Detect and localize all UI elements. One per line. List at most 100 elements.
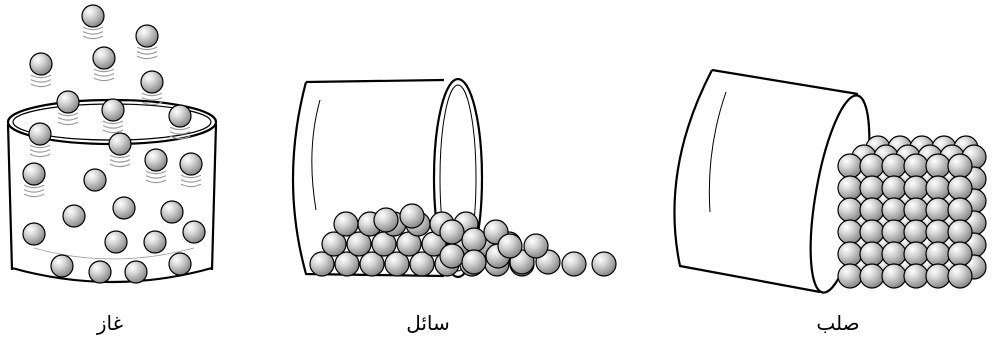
gas-particle bbox=[136, 25, 158, 47]
solid-particle bbox=[860, 154, 884, 178]
motion-line bbox=[83, 32, 103, 34]
liquid-label: سائل bbox=[406, 311, 450, 335]
solid-particle bbox=[926, 264, 950, 288]
solid-particle bbox=[838, 154, 862, 178]
motion-line bbox=[181, 180, 201, 183]
gas-particle bbox=[169, 253, 191, 275]
solid-particle bbox=[904, 264, 928, 288]
solid-particle bbox=[838, 176, 862, 200]
solid-particle bbox=[926, 220, 950, 244]
solid-particle bbox=[904, 198, 928, 222]
gas-particle bbox=[125, 261, 147, 283]
solid-particle bbox=[948, 198, 972, 222]
gas-particle bbox=[57, 91, 79, 113]
gas-particle bbox=[84, 169, 106, 191]
solid-particle bbox=[860, 264, 884, 288]
gas-particle bbox=[141, 71, 163, 93]
solid-particle bbox=[860, 176, 884, 200]
solid-particle bbox=[926, 242, 950, 266]
solid-particle bbox=[948, 242, 972, 266]
gas-particle bbox=[63, 205, 85, 227]
solid-particle bbox=[882, 176, 906, 200]
motion-line bbox=[83, 36, 103, 39]
solid-particle bbox=[882, 198, 906, 222]
motion-line bbox=[142, 98, 162, 101]
gas-particle bbox=[105, 231, 127, 253]
motion-line bbox=[146, 176, 166, 179]
gas-particle bbox=[180, 153, 202, 175]
solid-particle bbox=[882, 220, 906, 244]
solid-label: صلب bbox=[816, 311, 859, 335]
liquid-particle bbox=[440, 220, 464, 244]
motion-line bbox=[94, 74, 114, 77]
motion-line bbox=[30, 150, 50, 153]
solid-particle bbox=[926, 154, 950, 178]
liquid-particle bbox=[334, 212, 358, 236]
motion-line bbox=[31, 80, 51, 83]
liquid-particles bbox=[310, 204, 616, 276]
gas-particle bbox=[29, 123, 51, 145]
gas-particle bbox=[145, 149, 167, 171]
liquid-particle bbox=[524, 234, 548, 258]
motion-line bbox=[181, 184, 201, 187]
gas-particle bbox=[102, 99, 124, 121]
solid-particle bbox=[838, 220, 862, 244]
motion-line bbox=[58, 122, 78, 125]
motion-line bbox=[103, 130, 123, 133]
solid-particles bbox=[838, 136, 986, 288]
liquid-particle bbox=[400, 204, 424, 228]
motion-line bbox=[24, 194, 44, 197]
solid-particle bbox=[882, 264, 906, 288]
solid-panel: صلب bbox=[674, 70, 986, 335]
gas-particles bbox=[23, 5, 205, 283]
motion-line bbox=[31, 84, 51, 87]
motion-line bbox=[137, 56, 157, 59]
motion-line bbox=[24, 190, 44, 193]
gas-particle bbox=[23, 163, 45, 185]
gas-particle bbox=[183, 221, 205, 243]
solid-particle bbox=[948, 176, 972, 200]
solid-particle bbox=[904, 220, 928, 244]
motion-line bbox=[110, 164, 130, 167]
solid-particle bbox=[860, 220, 884, 244]
solid-particle bbox=[926, 198, 950, 222]
motion-line bbox=[103, 126, 123, 129]
solid-particle bbox=[860, 242, 884, 266]
motion-line bbox=[146, 180, 166, 183]
solid-particle bbox=[882, 242, 906, 266]
gas-particle bbox=[161, 201, 183, 223]
liquid-particle bbox=[592, 252, 616, 276]
liquid-particle bbox=[562, 252, 586, 276]
solid-particle bbox=[904, 176, 928, 200]
gas-particle bbox=[169, 105, 191, 127]
motion-line bbox=[94, 78, 114, 81]
motion-line bbox=[137, 52, 157, 55]
solid-particle bbox=[882, 154, 906, 178]
solid-particle bbox=[838, 198, 862, 222]
gas-label: غاز bbox=[96, 311, 123, 335]
gas-particle bbox=[51, 255, 73, 277]
liquid-panel: سائل bbox=[293, 79, 616, 335]
solid-particle bbox=[904, 154, 928, 178]
gas-particle bbox=[89, 261, 111, 283]
liquid-particle bbox=[462, 228, 486, 252]
solid-particle bbox=[926, 176, 950, 200]
liquid-particle bbox=[498, 234, 522, 258]
gas-panel: غاز bbox=[8, 5, 216, 335]
motion-line bbox=[30, 154, 50, 157]
solid-particle bbox=[948, 220, 972, 244]
solid-particle bbox=[904, 242, 928, 266]
gas-particle bbox=[30, 53, 52, 75]
solid-particle bbox=[948, 154, 972, 178]
gas-particle bbox=[93, 47, 115, 69]
motion-line bbox=[58, 118, 78, 121]
gas-particle bbox=[144, 231, 166, 253]
gas-particle bbox=[82, 5, 104, 27]
liquid-particle bbox=[374, 208, 398, 232]
liquid-particle bbox=[440, 244, 464, 268]
solid-particle bbox=[838, 264, 862, 288]
liquid-particle bbox=[462, 250, 486, 274]
gas-particle bbox=[113, 197, 135, 219]
gas-particle bbox=[109, 133, 131, 155]
